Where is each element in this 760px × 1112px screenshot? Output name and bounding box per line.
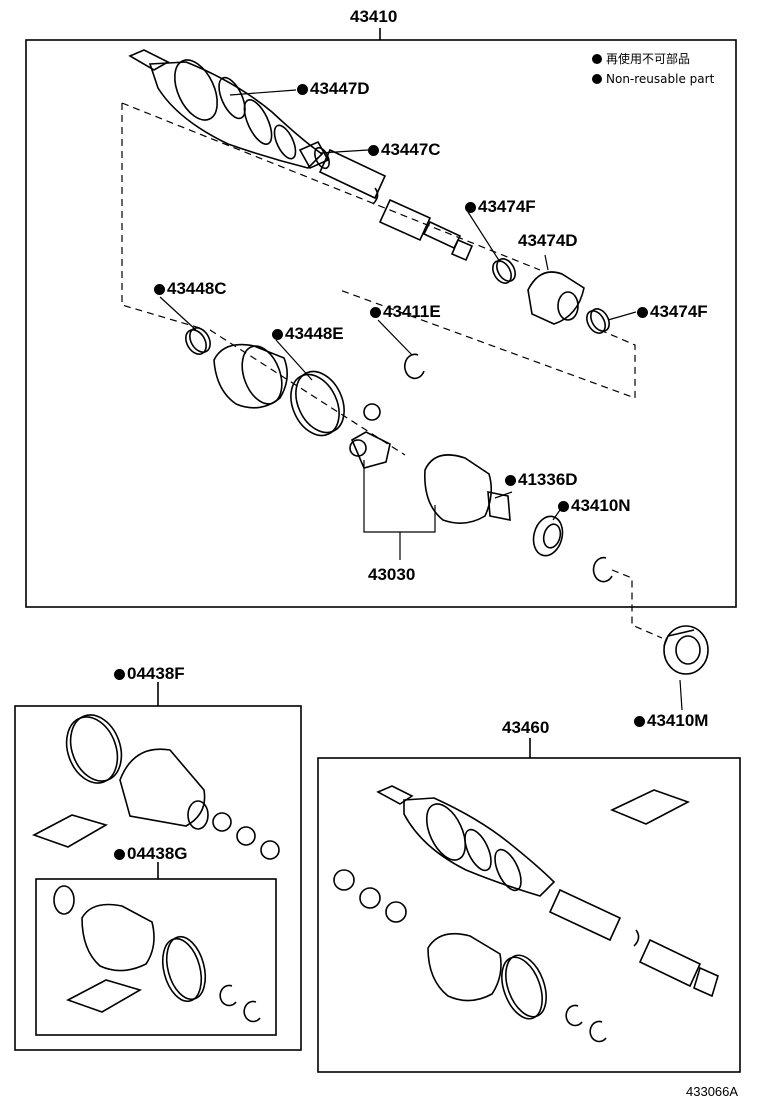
legend-en: Non-reusable part: [592, 72, 714, 86]
callout-43410N[interactable]: 43410N: [558, 497, 631, 515]
part-number: 43448C: [167, 279, 227, 298]
non-reusable-dot-icon: [297, 84, 308, 95]
snap-ring-shape: [403, 353, 425, 380]
callout-43447D[interactable]: 43447D: [297, 80, 370, 98]
part-number: 43447C: [381, 140, 441, 159]
non-reusable-dot-icon: [114, 849, 125, 860]
callout-43448C[interactable]: 43448C: [154, 280, 227, 298]
callout-43447C[interactable]: 43447C: [368, 141, 441, 159]
kit-inner-parts: [53, 885, 261, 1023]
callout-43448E[interactable]: 43448E: [272, 325, 344, 343]
non-reusable-dot-icon: [637, 307, 648, 318]
label-43410[interactable]: 43410: [350, 7, 398, 26]
damper-clamp-left: [492, 258, 516, 284]
leaders: [159, 89, 683, 711]
callout-41336D[interactable]: 41336D: [505, 471, 578, 489]
frame-43410: [25, 39, 737, 608]
non-reusable-dot-icon: [272, 329, 283, 340]
non-reusable-dot-icon: [114, 669, 125, 680]
non-reusable-dot-icon: [558, 501, 569, 512]
non-reusable-dot-icon: [592, 54, 602, 64]
part-number: 04438G: [127, 844, 188, 863]
dust-seal-shape: [532, 515, 564, 557]
label-43474D[interactable]: 43474D: [518, 231, 578, 250]
part-number: 41336D: [518, 470, 578, 489]
outer-joint-boot: [128, 49, 330, 170]
non-reusable-dot-icon: [368, 145, 379, 156]
inner-joint-housing: [424, 454, 511, 524]
legend-jp: 再使用不可部品: [592, 52, 690, 66]
callout-43474F-right[interactable]: 43474F: [637, 303, 708, 321]
hole-snap-ring-shape: [592, 556, 613, 583]
part-number: 43447D: [310, 79, 370, 98]
assembly-43460-parts: [333, 785, 719, 1043]
callout-43410M[interactable]: 43410M: [634, 712, 708, 730]
part-number: 04438F: [127, 664, 185, 683]
non-reusable-dot-icon: [592, 74, 602, 84]
callout-43411E[interactable]: 43411E: [370, 303, 441, 321]
part-number: 43411E: [383, 302, 441, 321]
legend-en-text: Non-reusable part: [606, 72, 715, 86]
figure-code: 433066A: [686, 1084, 739, 1099]
inner-boot-shape: [213, 343, 288, 409]
callout-43474F-top[interactable]: 43474F: [465, 198, 536, 216]
tripod-shape: [349, 403, 391, 469]
non-reusable-dot-icon: [505, 475, 516, 486]
legend-jp-text: 再使用不可部品: [606, 52, 691, 66]
inner-boot-clamp-small-shape: [185, 327, 211, 355]
part-number: 43474F: [478, 197, 536, 216]
dashed-guides: [121, 102, 663, 639]
callout-04438F[interactable]: 04438F: [114, 665, 185, 683]
inner-boot-clamp-large-shape: [290, 370, 345, 437]
damper-clamp-right: [586, 308, 610, 334]
kit-outer-parts: [32, 714, 280, 860]
non-reusable-dot-icon: [370, 307, 381, 318]
drive-shaft: [318, 148, 474, 262]
part-number: 43410N: [571, 496, 631, 515]
callout-04438G[interactable]: 04438G: [114, 845, 188, 863]
bearing-shape: [663, 625, 709, 675]
dynamic-damper-shape: [527, 271, 585, 325]
frame-43460: [317, 757, 741, 1073]
label-43460[interactable]: 43460: [502, 718, 550, 737]
part-number: 43474F: [650, 302, 708, 321]
non-reusable-dot-icon: [154, 284, 165, 295]
part-number: 43448E: [285, 324, 344, 343]
label-43030[interactable]: 43030: [368, 565, 416, 584]
non-reusable-dot-icon: [634, 716, 645, 727]
non-reusable-dot-icon: [465, 202, 476, 213]
part-number: 43410M: [647, 711, 709, 730]
frame-04438G: [35, 878, 277, 1036]
